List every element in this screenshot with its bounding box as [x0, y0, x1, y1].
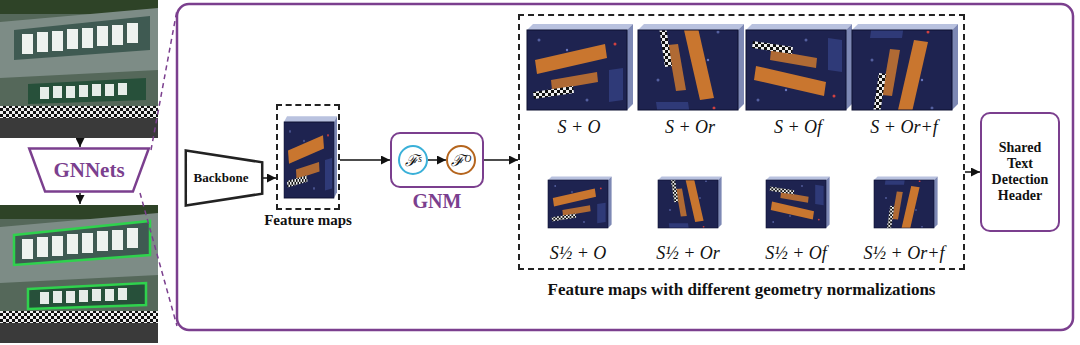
operator-circle: ℱˢ [398, 145, 428, 175]
output-photo [0, 205, 158, 343]
zoom-lines [140, 10, 177, 326]
arrow-connector [428, 159, 446, 161]
node-label: Feature maps [264, 212, 352, 229]
arrow-connector [965, 171, 980, 173]
module-box: GNMℱˢℱᴼ [390, 132, 484, 188]
node-label: ℱˢ [405, 149, 421, 171]
feature-cube [874, 176, 938, 230]
header-box: Shared Text Detection Header [980, 112, 1060, 232]
node-label: Feature maps with different geometry nor… [548, 280, 936, 300]
group-box: Feature maps with different geometry nor… [518, 14, 965, 270]
feature-map-box: Feature maps [276, 104, 340, 210]
feature-cube [548, 176, 612, 228]
node-label: S + Or [665, 117, 715, 138]
feature-map: S + Or [634, 22, 746, 140]
trapezoid-shape [186, 151, 262, 206]
input-photo [0, 0, 158, 138]
feature-cube [527, 24, 633, 110]
node-label: ℱᴼ [451, 149, 472, 171]
node-label: S½ + Of [765, 243, 827, 264]
feature-cube [638, 24, 744, 116]
arrow-connector [484, 159, 518, 161]
network-panel [177, 4, 1073, 330]
node-label: S + Of [774, 117, 822, 138]
node-label: S + Or+f [870, 117, 937, 138]
feature-cube [658, 176, 722, 231]
node-label: GNNets [53, 158, 124, 183]
node-label: S½ + Or+f [864, 243, 945, 264]
feature-cube [852, 24, 958, 114]
feature-map: S½ + Or+f [858, 174, 950, 266]
backbone-trapezoid: Backbone [185, 150, 263, 206]
node-label: S½ + O [550, 243, 607, 264]
feature-map: S½ + Of [750, 174, 842, 266]
node-label: S + O [557, 117, 600, 138]
feature-cube [766, 176, 830, 228]
feature-cube [746, 24, 852, 110]
feature-map: S½ + Or [642, 174, 734, 266]
trapezoid-shape [29, 148, 149, 191]
node-label: GNM [413, 190, 462, 213]
node-label: S½ + Or [656, 243, 720, 264]
arrow-connector [340, 159, 390, 161]
feature-cube [284, 116, 337, 198]
feature-map: S½ + O [532, 174, 624, 266]
arrow-connector [263, 177, 276, 179]
node-label: Backbone [194, 170, 255, 186]
feature-map: S + Of [742, 22, 854, 140]
feature-map: S + Or+f [848, 22, 960, 140]
trapezoid-block: GNNets [28, 148, 150, 192]
node-label: Shared Text Detection Header [988, 140, 1052, 204]
operator-circle: ℱᴼ [446, 145, 476, 175]
feature-map: S + O [523, 22, 635, 140]
